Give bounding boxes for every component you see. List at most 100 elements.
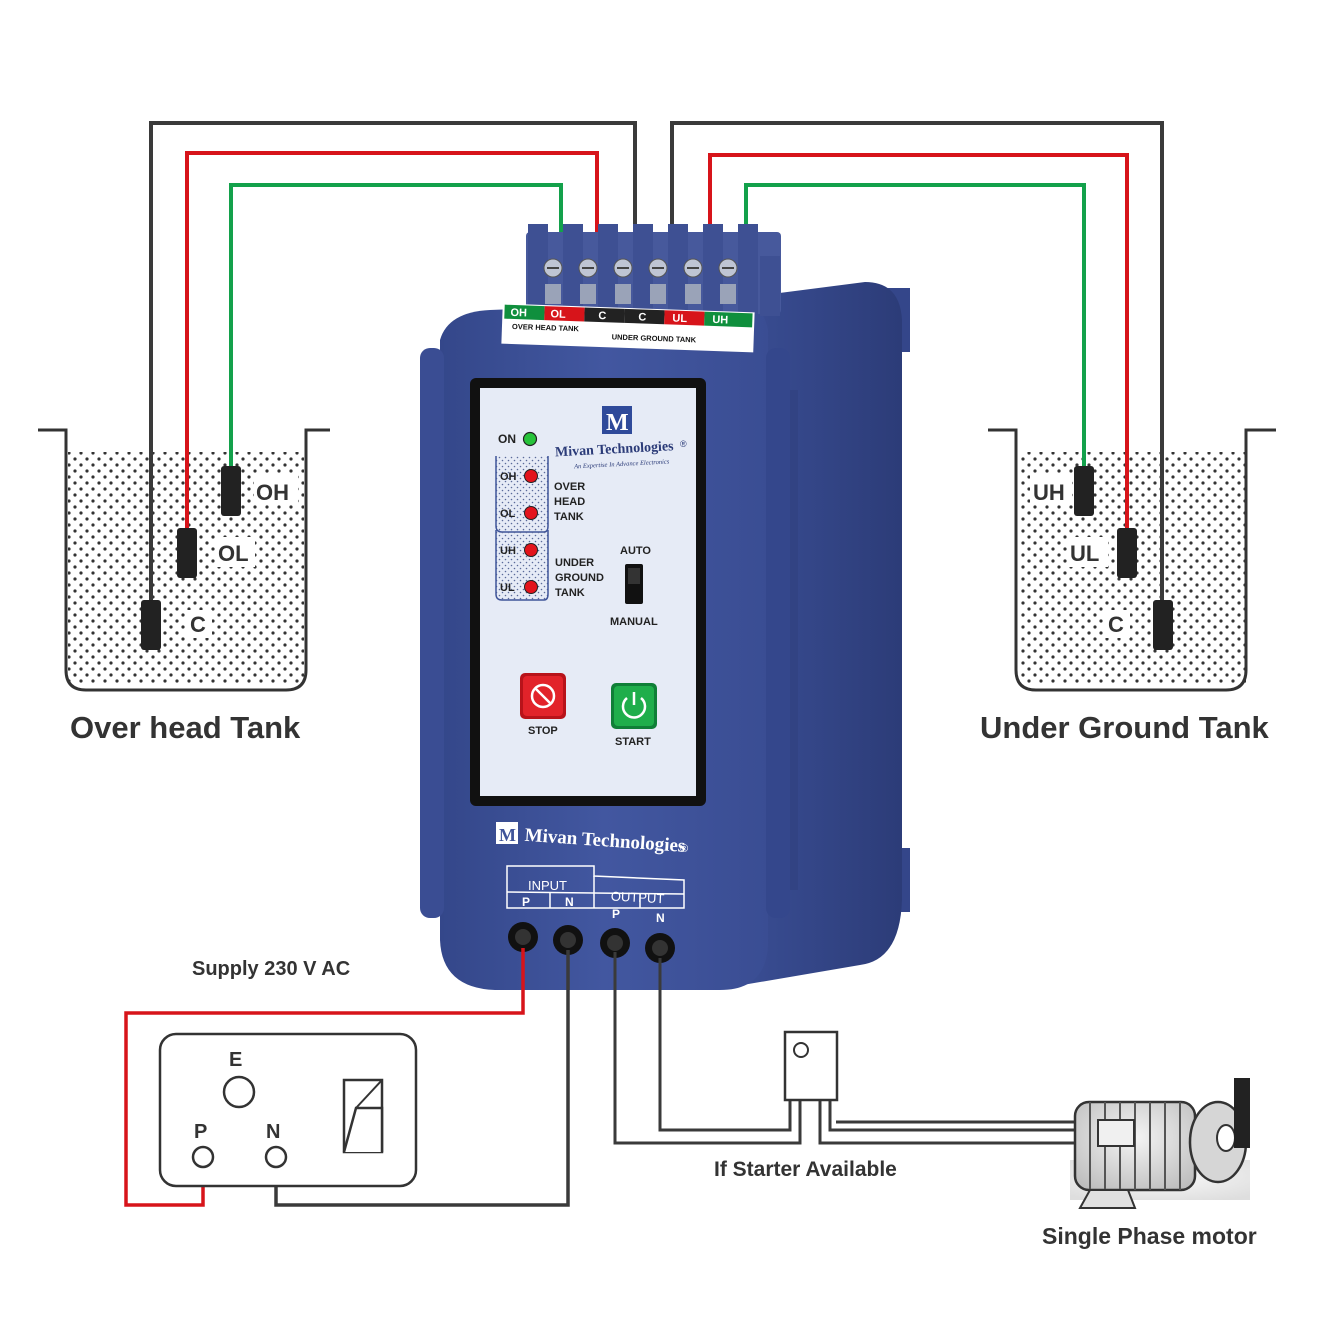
underground-caption-1: UNDER (555, 557, 594, 569)
socket-earth-hole-icon (222, 1075, 256, 1109)
single-phase-motor-icon (1070, 1078, 1250, 1209)
underground-led-group: UH UL UNDER GROUND TANK (495, 530, 604, 601)
overhead-tank: OH OL C Over head Tank (38, 428, 330, 745)
svg-text:M: M (606, 410, 629, 436)
output-label: OUTPUT (611, 888, 665, 906)
wire-starter-motor-2 (828, 1100, 1080, 1132)
overhead-tank-caption: Over head Tank (70, 710, 301, 745)
cable-glands (508, 922, 675, 963)
device-brand-registered: ® (680, 843, 688, 855)
terminal-caption-overhead: OVER HEAD TANK (512, 322, 580, 333)
pin-label-output-p: P (612, 907, 620, 921)
terminal-label-2: C (598, 310, 606, 322)
device-logo-icon (496, 822, 518, 844)
terminal-label-5: UH (712, 314, 728, 327)
overhead-led-group: OH OL OVER HEAD TANK (495, 456, 585, 533)
stop-button[interactable]: STOP (520, 673, 566, 737)
underground-probe-label-ul: UL (1070, 541, 1099, 566)
logo-mark-icon (602, 406, 632, 434)
wire-output-neutral (658, 958, 792, 1132)
terminal-block (526, 224, 781, 316)
wire-supply-phase (124, 948, 525, 1207)
underground-probe-c (1153, 600, 1173, 650)
led-label-uh: UH (500, 545, 516, 557)
output-wires (613, 952, 1080, 1145)
pin-label-input-p: P (522, 895, 530, 909)
terminal-label-strip: OH OL C C UL UH OVER HEAD TANK UNDER GROUND T… (501, 303, 755, 353)
pin-label-input-n: N (565, 895, 574, 909)
terminal-label-4: UL (672, 313, 687, 326)
socket-label-phase: P (194, 1121, 207, 1143)
overhead-tank-outline (38, 428, 330, 692)
on-led-icon (522, 431, 538, 447)
supply-label: Supply 230 V AC (192, 958, 350, 980)
overhead-caption-2: HEAD (554, 496, 585, 508)
overhead-probe-oh (221, 466, 241, 516)
led-label-oh: OH (500, 471, 517, 483)
overhead-probe-label-c: C (190, 612, 206, 637)
start-button[interactable]: START (611, 683, 657, 748)
overhead-probe-ol (177, 528, 197, 578)
switch-auto-label: AUTO (620, 545, 651, 557)
starter-indicator-icon (793, 1042, 809, 1058)
panel-logo: M Mivan Technologies ® An Expertise In A… (555, 406, 687, 470)
wire-overhead-c (149, 121, 637, 600)
switch-manual-label: MANUAL (610, 616, 658, 628)
terminal-label-1: OL (550, 308, 566, 321)
starter-box (783, 1030, 839, 1102)
led-label-ol: OL (500, 508, 516, 520)
wire-overhead-oh (229, 183, 563, 466)
socket-label-neutral: N (266, 1121, 280, 1143)
socket-switch-icon (342, 1078, 384, 1154)
overhead-probe-c (141, 600, 161, 650)
underground-probe-ul (1117, 528, 1137, 578)
svg-text:M: M (499, 825, 516, 845)
led-ol-icon (524, 506, 538, 520)
terminal-labels: OH OL C C UL UH (510, 307, 728, 327)
underground-tank-caption: Under Ground Tank (980, 710, 1270, 745)
input-label: INPUT (528, 878, 567, 893)
led-uh-icon (524, 543, 538, 557)
probe-wires (149, 121, 1164, 600)
underground-tank-outline (988, 428, 1276, 692)
panel-brand-registered: ® (680, 439, 687, 449)
wire-overhead-ol (185, 151, 599, 528)
underground-tank: UH UL C Under Ground Tank (980, 428, 1276, 745)
socket-neutral-hole-icon (264, 1145, 288, 1169)
start-label: START (615, 736, 651, 748)
wire-starter-motor-1 (818, 1100, 1080, 1145)
controller-device: OH OL C C UL UH OVER HEAD TANK UNDER GROUND T… (420, 224, 910, 990)
overhead-caption-3: TANK (554, 511, 584, 523)
underground-probe-uh (1074, 466, 1094, 516)
led-label-ul: UL (500, 582, 515, 594)
underground-probe-label-c: C (1108, 612, 1124, 637)
terminal-label-3: C (638, 311, 646, 323)
stop-label: STOP (528, 725, 558, 737)
wire-underground-ul (708, 153, 1129, 528)
underground-probe-label-uh: UH (1033, 480, 1065, 505)
underground-caption-3: TANK (555, 587, 585, 599)
overhead-caption-1: OVER (554, 481, 585, 493)
auto-manual-switch[interactable]: AUTO MANUAL (610, 545, 658, 628)
terminal-label-0: OH (510, 307, 527, 320)
overhead-probe-label-oh: OH (256, 480, 289, 505)
overhead-probe-label-ol: OL (218, 541, 249, 566)
socket-phase-hole-icon (191, 1145, 215, 1169)
starter-label: If Starter Available (714, 1158, 897, 1181)
socket-label-earth: E (229, 1049, 242, 1071)
wire-underground-uh (744, 183, 1086, 466)
io-label-box (506, 865, 685, 909)
stop-icon (530, 683, 556, 709)
on-label: ON (498, 432, 516, 446)
front-panel: M Mivan Technologies ® An Expertise In A… (470, 378, 706, 806)
underground-caption-2: GROUND (555, 572, 604, 584)
power-icon (621, 692, 647, 719)
led-ul-icon (524, 580, 538, 594)
terminal-caption-underground: UNDER GROUND TANK (612, 332, 697, 344)
wire-underground-c (670, 121, 1164, 600)
panel-brand-name: Mivan Technologies (555, 439, 675, 460)
power-socket: E P N (158, 1032, 418, 1188)
motor-label: Single Phase motor (1042, 1223, 1257, 1249)
wire-output-phase (613, 952, 802, 1145)
